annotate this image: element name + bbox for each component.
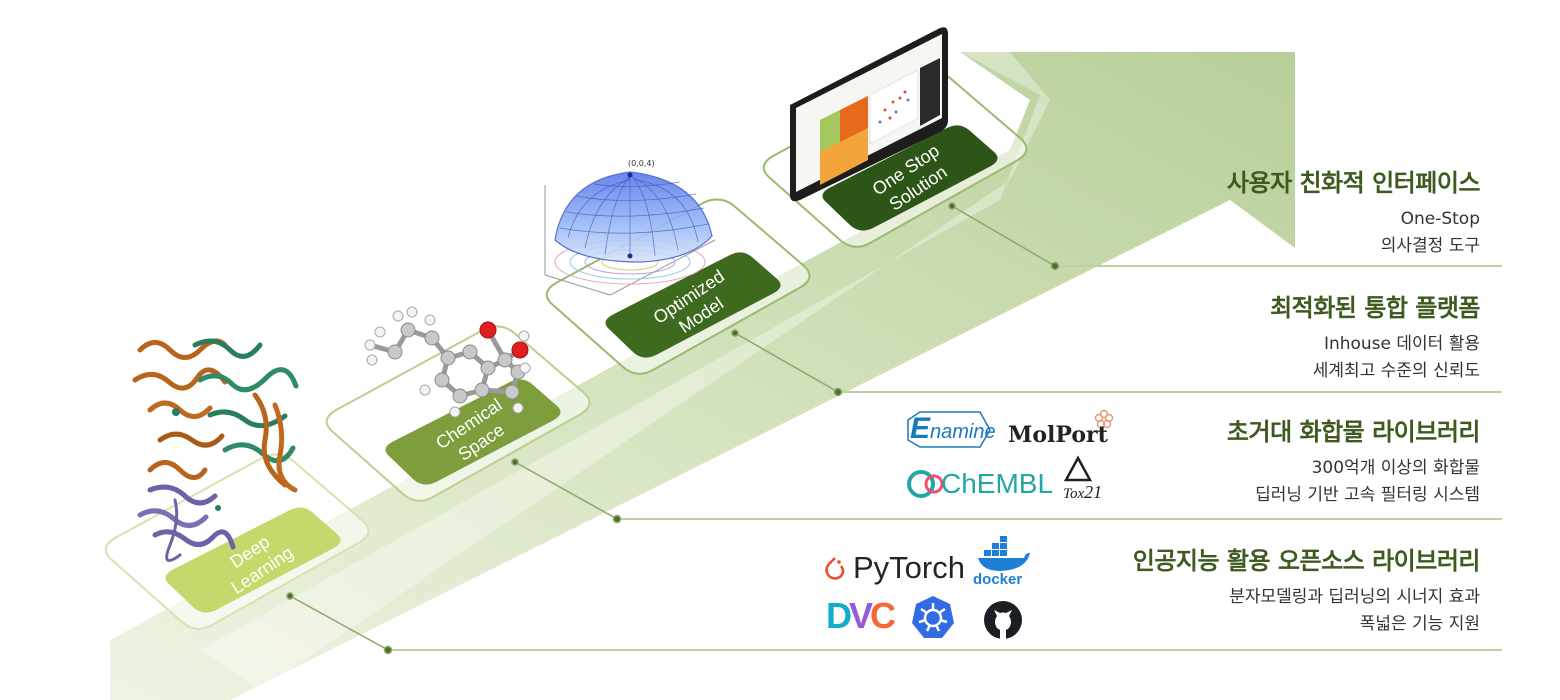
section-line: 의사결정 도구 bbox=[1380, 236, 1480, 256]
section-opensource-library: 인공지능 활용 오픈소스 라이브러리 분자모델링과 딥러닝의 시너지 효과 폭넓… bbox=[1132, 541, 1481, 638]
section-line: 딥러닝 기반 고속 필터링 시스템 bbox=[1255, 485, 1480, 505]
pytorch-logo: PyTorch bbox=[853, 550, 965, 585]
section-integrated-platform: 최적화된 통합 플랫폼 Inhouse 데이터 활용 세계최고 수준의 신뢰도 bbox=[1270, 288, 1480, 385]
tox21-triangle-icon bbox=[1063, 455, 1093, 482]
section-line: 분자모델링과 딥러닝의 시너지 효과 bbox=[1229, 587, 1480, 607]
enamine-logo-rest: namine bbox=[930, 421, 996, 443]
enamine-hexagon-icon bbox=[907, 411, 991, 448]
section-line: 폭넓은 기능 지원 bbox=[1359, 614, 1480, 634]
growth-arrow bbox=[110, 52, 1295, 700]
section-line: One-Stop bbox=[1400, 209, 1480, 229]
step-connectors bbox=[286, 202, 1060, 655]
molport-flower-icon bbox=[1094, 409, 1114, 429]
section-title: 인공지능 활용 오픈소스 라이브러리 bbox=[1132, 547, 1481, 575]
tox21-logo-suffix: 21 bbox=[1084, 482, 1103, 502]
molport-logo: MolPort bbox=[1008, 422, 1108, 448]
section-divider-lines bbox=[388, 265, 1502, 651]
tox21-logo: Tox21 bbox=[1063, 482, 1102, 503]
molecule-icon bbox=[364, 306, 531, 418]
pill-deep-learning bbox=[165, 507, 341, 613]
surface-plot-peak-label: (0,0,4) bbox=[628, 159, 655, 168]
surface-plot-icon: (0,0,4) bbox=[544, 159, 716, 296]
section-title: 초거대 화합물 라이브러리 bbox=[1226, 418, 1481, 446]
growth-arrow-highlight bbox=[200, 52, 1050, 690]
enamine-logo: Enamine bbox=[910, 412, 996, 446]
section-line: 300억개 이상의 화합물 bbox=[1311, 458, 1480, 478]
section-title: 최적화된 통합 플랫폼 bbox=[1270, 294, 1480, 322]
section-compound-library: 초거대 화합물 라이브러리 300억개 이상의 화합물 딥러닝 기반 고속 필터… bbox=[1226, 412, 1481, 509]
enamine-logo-initial: E bbox=[910, 412, 931, 445]
pill-one-stop bbox=[822, 125, 998, 231]
section-description: 300억개 이상의 화합물 딥러닝 기반 고속 필터링 시스템 bbox=[1227, 455, 1480, 509]
dashboard-screenshot-icon bbox=[790, 27, 948, 202]
protein-structure-icon bbox=[132, 338, 299, 563]
docker-whale-icon bbox=[978, 536, 1030, 571]
chembl-mark-icon bbox=[907, 470, 944, 498]
tox21-logo-prefix: Tox bbox=[1063, 486, 1085, 502]
section-line: 세계최고 수준의 신뢰도 bbox=[1312, 361, 1480, 381]
docker-logo: docker bbox=[973, 571, 1023, 588]
section-description: Inhouse 데이터 활용 세계최고 수준의 신뢰도 bbox=[1270, 331, 1480, 385]
section-line: Inhouse 데이터 활용 bbox=[1323, 334, 1480, 354]
dvc-logo-v: V bbox=[849, 595, 873, 636]
chembl-logo: ChEMBL bbox=[941, 468, 1054, 499]
section-user-interface: 사용자 친화적 인터페이스 One-Stop 의사결정 도구 bbox=[1226, 163, 1481, 260]
kubernetes-icon bbox=[912, 596, 954, 638]
section-title: 사용자 친화적 인터페이스 bbox=[1226, 169, 1481, 197]
pill-optimized-model bbox=[605, 252, 781, 358]
dvc-logo-c: C bbox=[870, 595, 896, 636]
dvc-logo-d: D bbox=[826, 595, 852, 636]
pytorch-flame-icon bbox=[825, 557, 845, 580]
section-description: 분자모델링과 딥러닝의 시너지 효과 폭넓은 기능 지원 bbox=[1133, 584, 1480, 638]
section-description: One-Stop 의사결정 도구 bbox=[1227, 206, 1480, 260]
dvc-logo: DVC bbox=[826, 595, 896, 637]
github-icon bbox=[984, 601, 1022, 639]
